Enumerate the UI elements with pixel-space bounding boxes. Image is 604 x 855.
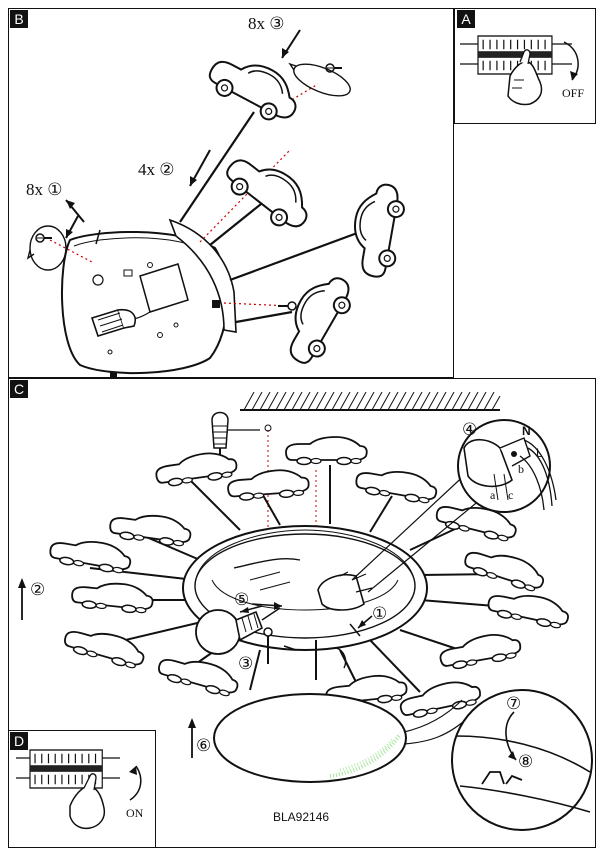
car-lamp-icon bbox=[61, 621, 149, 673]
socket-icon bbox=[317, 571, 373, 611]
step-7-label: ⑦ bbox=[506, 694, 522, 713]
step-6-label: ⑥ bbox=[196, 736, 212, 755]
panel-d-art bbox=[16, 749, 142, 830]
panel-c-label: C bbox=[10, 380, 28, 398]
car-lamp-icon bbox=[461, 542, 549, 596]
step-2c-label: ② bbox=[30, 580, 46, 599]
switch-on-label: ON bbox=[126, 806, 144, 820]
socket-icon bbox=[90, 308, 136, 337]
diffuser bbox=[213, 693, 407, 783]
screw-icon bbox=[325, 63, 342, 73]
car-lamp-icon bbox=[107, 508, 194, 549]
rotate-arrow-icon bbox=[129, 765, 142, 801]
panel-a-label: A bbox=[457, 10, 475, 28]
panel-c-art bbox=[18, 391, 593, 831]
rotate-arrow-icon bbox=[293, 63, 351, 97]
screw-icon bbox=[278, 301, 297, 311]
wire-n-label: N bbox=[522, 424, 531, 438]
wire-l-label: L bbox=[536, 446, 543, 460]
car-lamp-icon bbox=[217, 143, 322, 239]
model-code: BLA92146 bbox=[273, 810, 330, 824]
letter-a-label: a bbox=[490, 488, 496, 502]
car-lamp-icon bbox=[485, 586, 572, 632]
car-lamp-icon bbox=[70, 578, 155, 616]
switch-off-label: OFF bbox=[562, 86, 585, 100]
step-1-label: 8x ① bbox=[26, 180, 63, 199]
wall-plug-icon bbox=[211, 411, 260, 460]
hand-icon bbox=[69, 773, 106, 830]
step-1c-label: ① bbox=[372, 604, 388, 623]
step-3c-label: ③ bbox=[238, 654, 254, 673]
car-lamp-icon bbox=[155, 649, 243, 701]
screw-icon bbox=[35, 233, 52, 243]
hand-icon bbox=[507, 49, 543, 106]
magnifier-wiring bbox=[457, 419, 557, 513]
ceiling-base bbox=[182, 525, 428, 651]
panel-b-art bbox=[26, 29, 409, 378]
letter-c-label: c bbox=[508, 488, 514, 502]
car-lamp-icon bbox=[202, 43, 308, 131]
step-5-label: ⑤ bbox=[234, 590, 250, 609]
car-lamp-icon bbox=[272, 265, 362, 371]
step-4-label: ④ bbox=[462, 420, 478, 439]
car-lamp-icon bbox=[153, 448, 239, 489]
panel-b-label: B bbox=[10, 10, 28, 28]
letter-b-label: b bbox=[518, 462, 524, 476]
ceiling-hatch bbox=[240, 391, 501, 411]
panel-d-label: D bbox=[10, 732, 28, 750]
step-8-label: ⑧ bbox=[518, 752, 534, 771]
screw-icon bbox=[263, 627, 273, 664]
rotate-arrow-icon bbox=[29, 225, 67, 271]
car-lamp-icon bbox=[285, 436, 368, 466]
step-2-label: 4x ② bbox=[138, 160, 175, 179]
car-lamp-icon bbox=[437, 629, 524, 673]
car-lamp-icon bbox=[353, 463, 440, 507]
magnifier-clip bbox=[403, 689, 593, 831]
car-lamp-icon bbox=[47, 533, 134, 577]
step-3-label: 8x ③ bbox=[248, 14, 285, 33]
panel-a-art bbox=[460, 35, 579, 106]
car-lamp-icon bbox=[345, 179, 409, 281]
bulb-icon bbox=[195, 609, 263, 655]
